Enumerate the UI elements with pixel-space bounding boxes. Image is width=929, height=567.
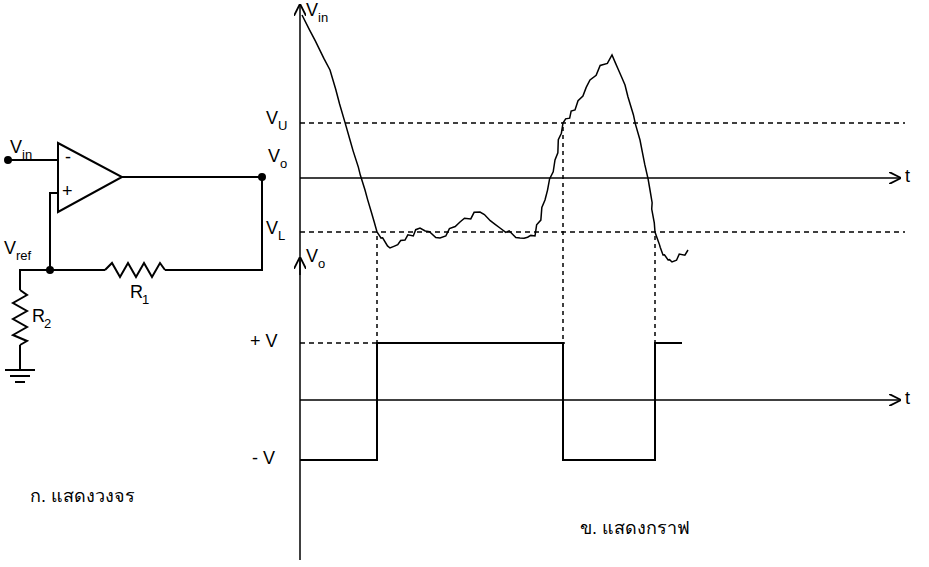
opamp-symbol	[58, 143, 122, 212]
vo-axis	[299, 258, 301, 560]
upper-threshold	[300, 122, 905, 124]
subscript: in	[318, 11, 328, 26]
signal-name: V	[268, 146, 280, 167]
ground-wire	[19, 345, 21, 370]
level-label: V	[266, 108, 278, 129]
axis-label: V	[306, 246, 318, 267]
ground-symbol	[5, 369, 35, 371]
axis-label: t	[905, 388, 910, 409]
subscript: o	[318, 257, 325, 272]
subscript: o	[280, 157, 287, 172]
input-wire	[8, 159, 58, 161]
level-label: - V	[252, 448, 275, 469]
feedback-wire	[165, 177, 262, 270]
component-name: R	[130, 282, 143, 303]
time-axis	[300, 177, 900, 179]
level-label: + V	[250, 331, 278, 352]
input-sign: +	[62, 181, 73, 202]
ground-symbol	[15, 381, 25, 383]
subscript: ref	[16, 249, 31, 264]
subscript: in	[22, 148, 32, 163]
caption-label: ก. แสดงวงจร	[30, 486, 135, 507]
vin-axis	[299, 5, 301, 275]
ground-symbol	[10, 375, 30, 377]
output-waveform	[300, 343, 682, 460]
component-name: R	[32, 306, 45, 327]
subscript: U	[278, 119, 287, 134]
time-axis	[300, 399, 900, 401]
signal-name: V	[10, 137, 22, 158]
level-label: V	[266, 218, 278, 239]
output-wire	[122, 176, 262, 178]
caption-label: ข. แสดงกราฟ	[580, 518, 690, 539]
subscript: L	[278, 229, 285, 244]
r2-wire	[20, 270, 50, 290]
input-waveform	[302, 15, 688, 262]
resistor-r1	[105, 263, 165, 277]
signal-name: V	[4, 238, 16, 259]
ref-wire	[50, 193, 105, 270]
input-sign: -	[65, 147, 71, 168]
resistor-r2	[13, 290, 27, 345]
subscript: 1	[142, 293, 149, 308]
axis-label: V	[306, 0, 318, 21]
lower-threshold	[300, 231, 905, 233]
axis-label: t	[905, 166, 910, 187]
subscript: 2	[44, 317, 51, 332]
